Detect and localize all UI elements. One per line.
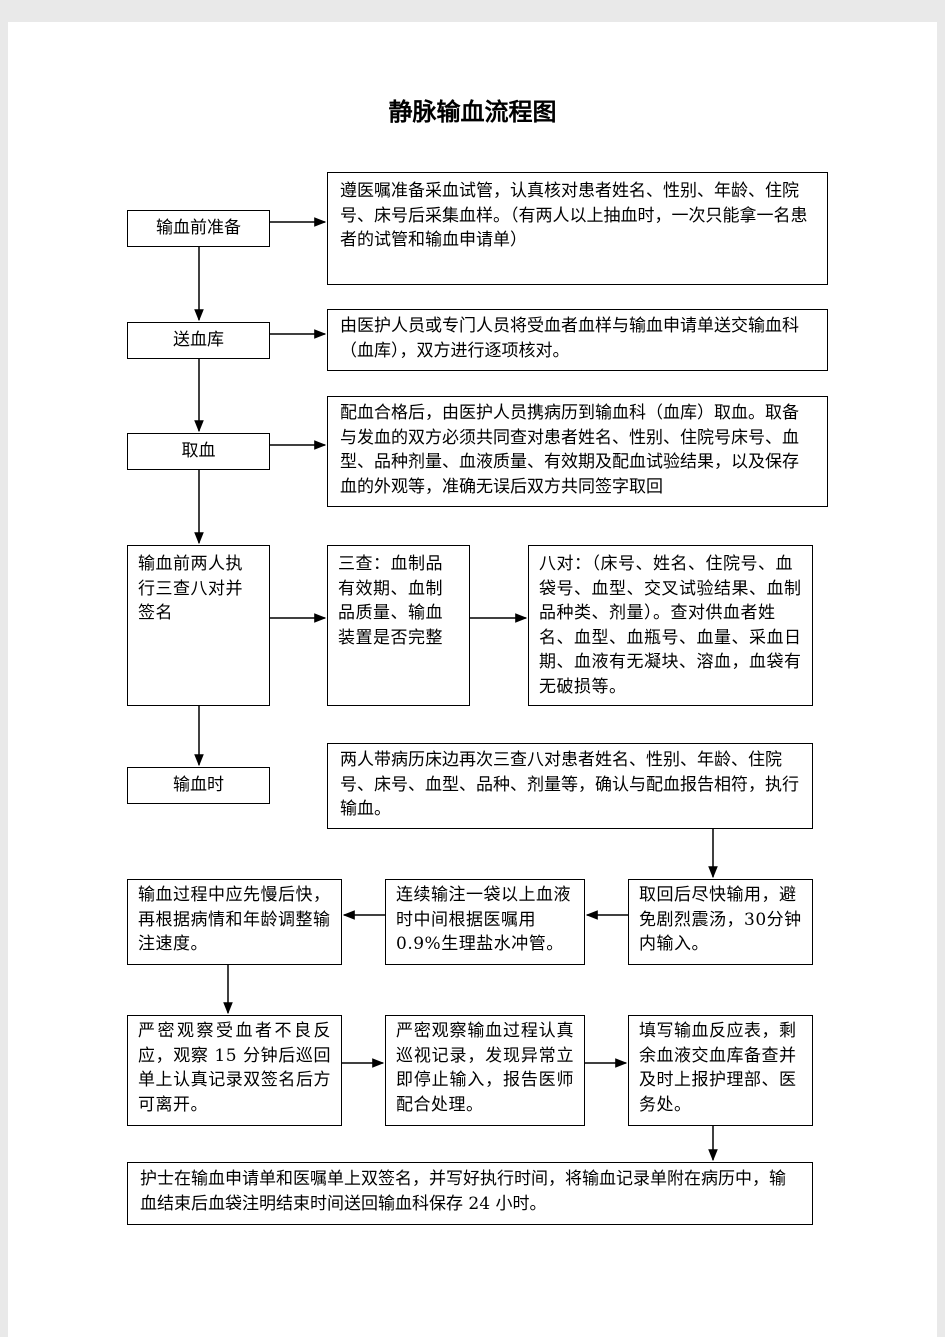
flow-adjust-speed: 输血过程中应先慢后快，再根据病情和年龄调整输注速度。 (127, 879, 342, 965)
step-send-blood-bank: 送血库 (127, 322, 270, 359)
flow-observe-process: 严密观察输血过程认真巡视记录，发现异常立即停止输入，报告医师配合处理。 (385, 1015, 585, 1126)
detail-eight-checks: 八对：（床号、姓名、住院号、血袋号、血型、交叉试验结果、血制品种类、剂量）。查对… (528, 545, 813, 706)
detail-prep: 遵医嘱准备采血试管，认真核对患者姓名、性别、年龄、住院号、床号后采集血样。（有两… (327, 172, 828, 285)
detail-fetch: 配血合格后，由医护人员携病历到输血科（血库）取血。取备与发血的双方必须共同查对患… (327, 396, 828, 507)
step-transfuse: 输血时 (127, 767, 270, 804)
flow-observe-15min: 严密观察受血者不良反应，观察 15 分钟后巡回单上认真记录双签名后方可离开。 (127, 1015, 342, 1126)
flow-final-sign: 护士在输血申请单和医嘱单上双签名，并写好执行时间，将输血记录单附在病历中，输血结… (127, 1162, 813, 1225)
detail-send: 由医护人员或专门人员将受血者血样与输血申请单送交输血科（血库），双方进行逐项核对… (327, 309, 828, 371)
step-prep: 输血前准备 (127, 210, 270, 247)
flow-saline-flush: 连续输注一袋以上血液时中间根据医嘱用0.9%生理盐水冲管。 (385, 879, 585, 965)
flow-reaction-form: 填写输血反应表，剩余血液交血库备查并及时上报护理部、医务处。 (628, 1015, 813, 1126)
step-double-check: 输血前两人执行三查八对并签名 (127, 545, 270, 706)
flow-start-quickly: 取回后尽快输用，避免剧烈震汤，30分钟内输入。 (628, 879, 813, 965)
detail-three-checks: 三查：血制品有效期、血制品质量、输血装置是否完整 (327, 545, 470, 706)
page-title: 静脉输血流程图 (388, 98, 557, 126)
detail-bedside: 两人带病历床边再次三查八对患者姓名、性别、年龄、住院号、床号、血型、品种、剂量等… (327, 743, 813, 829)
step-fetch-blood: 取血 (127, 433, 270, 470)
